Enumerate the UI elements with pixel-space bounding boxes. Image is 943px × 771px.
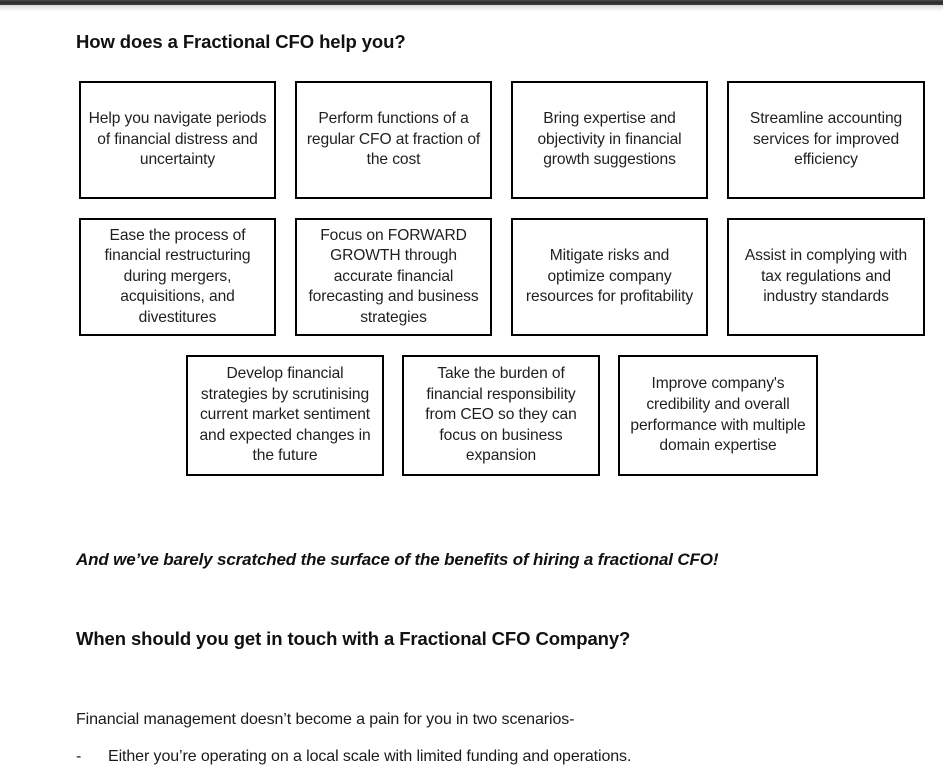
benefit-box-11-text: Improve company's credibility and overal… [630, 375, 806, 455]
benefit-box-3-text: Bring expertise and objectivity in finan… [537, 110, 682, 169]
benefit-box-6: Focus on FORWARD GROWTH through accurate… [295, 218, 492, 336]
benefit-box-10-text: Take the burden of financial responsibil… [425, 365, 577, 465]
benefit-box-4: Streamline accounting services for impro… [727, 81, 925, 199]
benefit-box-1-text: Help you navigate periods of financial d… [88, 110, 267, 169]
bullet-list-item-1: - Either you’re operating on a local scal… [76, 748, 631, 766]
benefit-box-6-text: Focus on FORWARD GROWTH through accurate… [308, 226, 479, 326]
bullet-marker: - [76, 748, 82, 765]
top-bar-fade-strip [0, 5, 943, 12]
benefit-box-3: Bring expertise and objectivity in finan… [511, 81, 708, 199]
benefit-box-5: Ease the process of financial restructur… [79, 218, 276, 336]
benefit-box-10: Take the burden of financial responsibil… [402, 355, 600, 476]
benefit-box-7-text: Mitigate risks and optimize company reso… [525, 247, 694, 306]
section-title-when-to-get-in-touch: When should you get in touch with a Frac… [76, 628, 631, 649]
page-title-how-does-fractional-cfo-help: How does a Fractional CFO help you? [76, 31, 406, 52]
benefit-box-4-text: Streamline accounting services for impro… [749, 110, 903, 169]
benefit-box-7: Mitigate risks and optimize company reso… [511, 218, 708, 336]
paragraph-two-scenarios: Financial management doesn’t become a pa… [76, 711, 575, 728]
benefit-box-9: Develop financial strategies by scrutini… [186, 355, 384, 476]
benefit-box-8-text: Assist in complying with tax regulations… [744, 247, 908, 306]
benefit-box-11: Improve company's credibility and overal… [618, 355, 818, 476]
benefit-box-8: Assist in complying with tax regulations… [727, 218, 925, 336]
benefit-box-5-text: Ease the process of financial restructur… [104, 226, 251, 326]
benefit-box-2: Perform functions of a regular CFO at fr… [295, 81, 492, 199]
top-bar-dark-strip [0, 0, 943, 5]
bullet-item-1-text: Either you’re operating on a local scale… [108, 748, 632, 765]
tagline-text: And we’ve barely scratched the surface o… [76, 550, 719, 569]
benefit-box-2-text: Perform functions of a regular CFO at fr… [306, 110, 481, 169]
benefit-box-1: Help you navigate periods of financial d… [79, 81, 276, 199]
document-page: How does a Fractional CFO help you? Help… [0, 12, 943, 771]
benefit-box-9-text: Develop financial strategies by scrutini… [199, 365, 371, 465]
window-top-bar [0, 0, 943, 12]
